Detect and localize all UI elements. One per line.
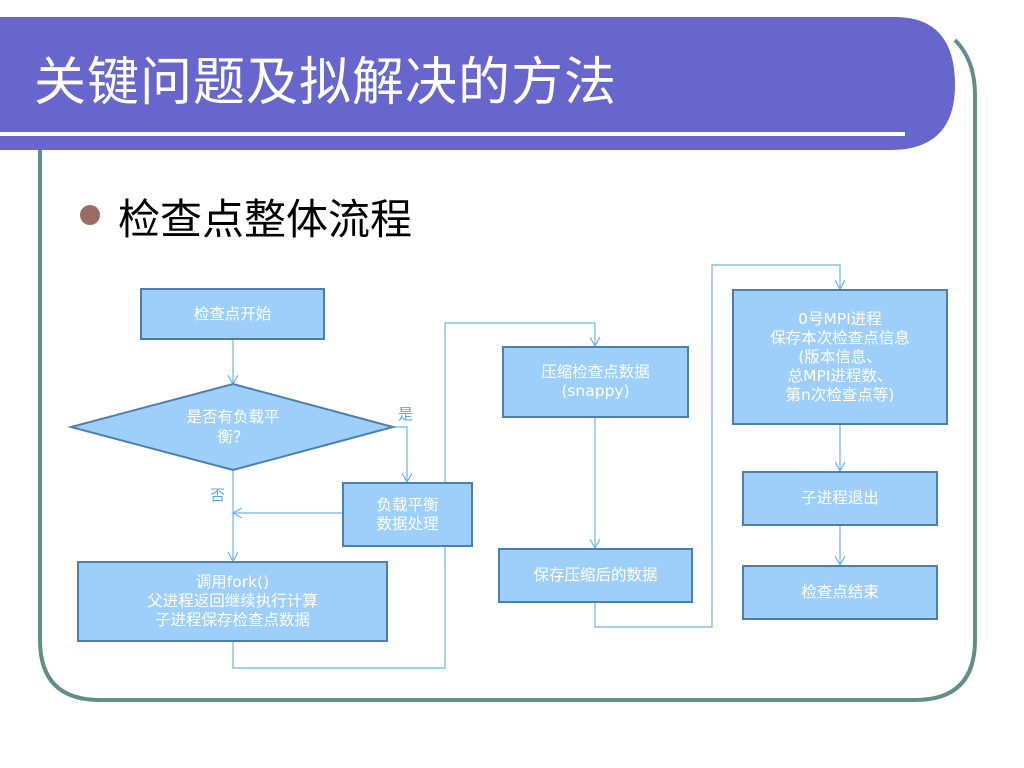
child-exit-box: 子进程退出: [742, 471, 938, 526]
decision-diamond: [67, 382, 397, 472]
yes-label: 是: [398, 405, 414, 423]
save-compressed-box: 保存压缩后的数据: [498, 548, 693, 603]
slide-title: 关键问题及拟解决的方法: [34, 53, 618, 113]
mpi0-info-box: 0号MPI进程 保存本次检查点信息 (版本信息、 总MPI进程数、 第n次检查点…: [732, 289, 948, 425]
decision-text: 是否有负载平 衡？: [186, 408, 280, 446]
start-box: 检查点开始: [140, 288, 325, 340]
bullet-icon: [80, 205, 100, 225]
bullet-text: 检查点整体流程: [118, 195, 413, 244]
load-balance-box: 负载平衡 数据处理: [342, 482, 473, 547]
no-label: 否: [210, 486, 226, 504]
compress-box: 压缩检查点数据 (snappy): [502, 346, 689, 418]
end-box: 检查点结束: [742, 565, 938, 620]
fork-box: 调用fork() 父进程返回继续执行计算 子进程保存检查点数据: [77, 561, 388, 642]
